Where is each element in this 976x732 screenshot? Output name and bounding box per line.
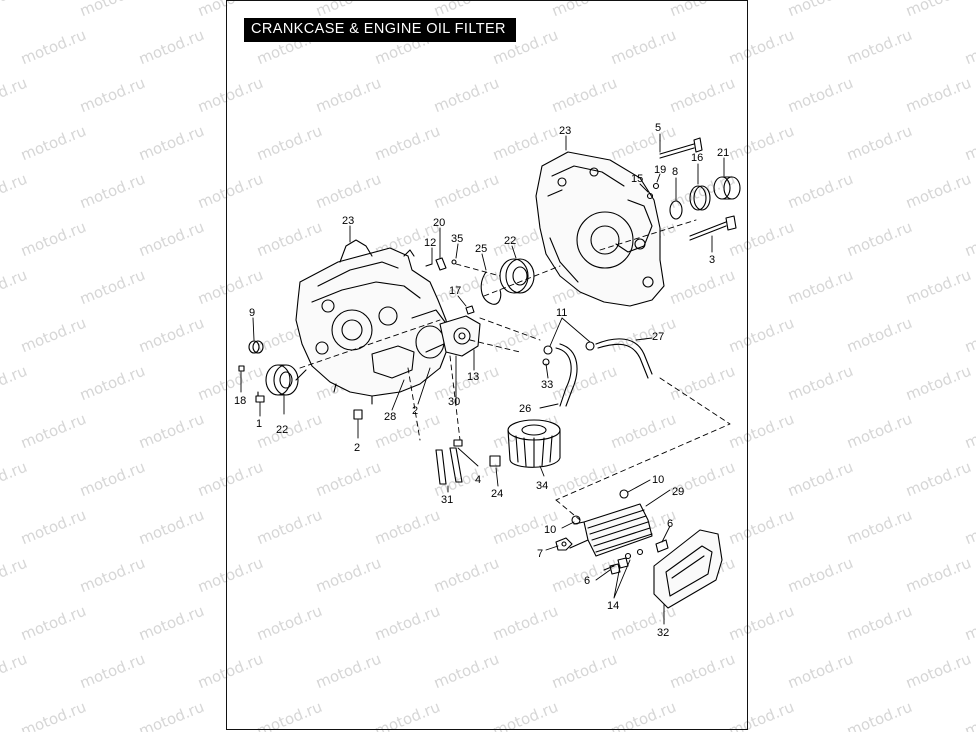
fitting-11a xyxy=(543,345,553,355)
callout-33: 33 xyxy=(541,379,553,391)
title-bar: CRANKCASE & ENGINE OIL FILTER xyxy=(244,18,516,42)
callout-7: 7 xyxy=(537,548,543,560)
callout-9: 9 xyxy=(249,307,255,319)
fitting-20 xyxy=(425,257,457,271)
oil-cooler xyxy=(569,503,653,557)
callout-19: 19 xyxy=(654,164,666,176)
callout-21: 21 xyxy=(717,147,729,159)
callout-15: 15 xyxy=(631,173,643,185)
fitting-4 xyxy=(453,439,463,447)
callout-1: 1 xyxy=(256,418,262,430)
callout-14: 14 xyxy=(607,600,619,612)
guide-lines xyxy=(299,219,731,521)
fitting-10b xyxy=(571,515,581,525)
callout-numbers: 5 23 16 21 19 8 15 3 23 20 12 35 25 22 1… xyxy=(234,122,729,639)
nipple-24 xyxy=(489,455,501,467)
callout-23-left: 23 xyxy=(342,215,354,227)
oil-hose-26 xyxy=(555,343,578,407)
callout-5: 5 xyxy=(655,122,661,134)
callout-2-bottom: 2 xyxy=(354,442,360,454)
callout-6-bottom: 6 xyxy=(584,575,590,587)
callout-25: 25 xyxy=(475,243,487,255)
dowel-18 xyxy=(238,365,245,372)
callout-13: 13 xyxy=(467,371,479,383)
seal xyxy=(248,340,264,354)
callout-28: 28 xyxy=(384,411,396,423)
callout-8: 8 xyxy=(672,166,678,178)
callout-22-top: 22 xyxy=(504,235,516,247)
oil-hose-27 xyxy=(595,338,653,379)
callout-27: 27 xyxy=(652,331,664,343)
part-15 xyxy=(646,192,654,200)
callout-35: 35 xyxy=(451,233,463,245)
callout-22-bottom: 22 xyxy=(276,424,288,436)
callout-32: 32 xyxy=(657,627,669,639)
callout-10-top: 10 xyxy=(652,474,664,486)
callout-11-top: 11 xyxy=(556,307,567,319)
callout-6-right: 6 xyxy=(667,518,673,530)
diagram-title: CRANKCASE & ENGINE OIL FILTER xyxy=(251,21,506,37)
callout-31: 31 xyxy=(441,494,453,506)
oil-pump-cover xyxy=(439,305,481,357)
nut-7 xyxy=(555,537,573,551)
diagram-sheet xyxy=(226,0,748,730)
callout-16: 16 xyxy=(691,152,703,164)
part-19 xyxy=(652,182,660,190)
screws-6-14 xyxy=(603,539,669,575)
callout-26: 26 xyxy=(519,403,531,415)
cooler-cover xyxy=(653,529,723,609)
callout-12: 12 xyxy=(424,237,436,249)
left-crankcase xyxy=(295,239,451,405)
callout-4: 4 xyxy=(475,474,481,486)
callout-18: 18 xyxy=(234,395,246,407)
o-rings-31 xyxy=(435,447,463,485)
bearing-lower xyxy=(265,364,299,396)
ring-16 xyxy=(689,185,711,211)
callout-20: 20 xyxy=(433,217,445,229)
race-21 xyxy=(713,176,741,200)
screw-1 xyxy=(255,391,265,403)
fitting-10a xyxy=(619,489,629,499)
retaining-ring xyxy=(480,271,502,305)
bolt-3 xyxy=(689,215,737,241)
bolt-5 xyxy=(659,137,703,159)
callout-29: 29 xyxy=(672,486,684,498)
callout-34: 34 xyxy=(536,480,548,492)
dowel-2 xyxy=(353,409,363,420)
right-crankcase xyxy=(535,151,665,307)
callout-23-top: 23 xyxy=(559,125,571,137)
fitting-11b xyxy=(585,341,595,351)
leader-lines xyxy=(240,133,725,625)
oil-filter xyxy=(507,419,561,468)
callout-2-mid: 2 xyxy=(412,405,418,417)
callout-17: 17 xyxy=(449,285,461,297)
callout-10-left: 10 xyxy=(544,524,556,536)
seal-8 xyxy=(669,200,683,220)
callout-30: 30 xyxy=(448,396,460,408)
callout-24: 24 xyxy=(491,488,503,500)
callout-3: 3 xyxy=(709,254,715,266)
